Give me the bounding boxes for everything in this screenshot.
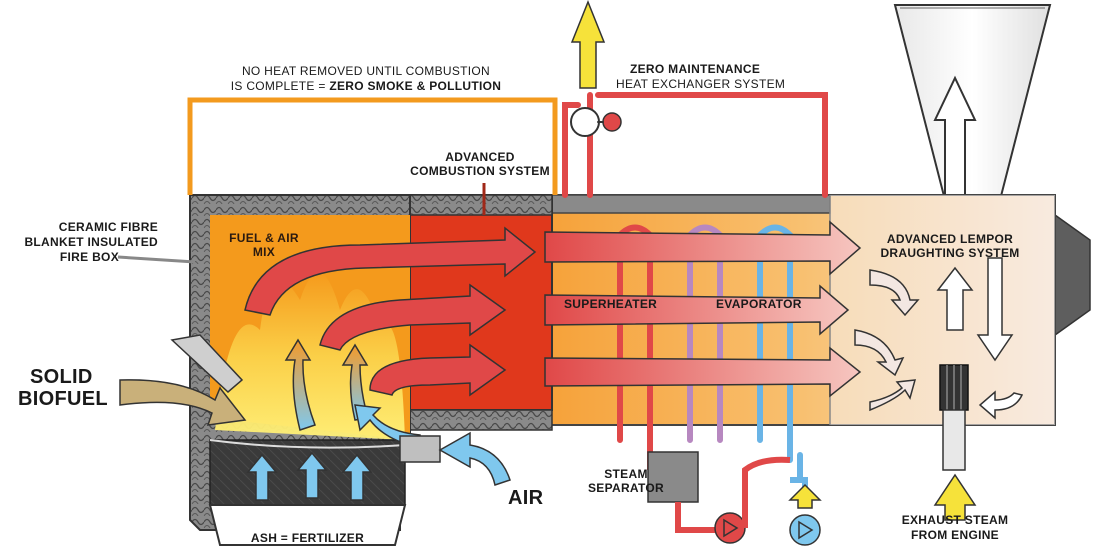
no-heat-line1: NO HEAT REMOVED UNTIL COMBUSTION xyxy=(241,64,491,78)
fuel-air-label-2: MIX xyxy=(252,245,276,259)
steam-separator xyxy=(647,451,718,533)
steam-valve xyxy=(570,107,600,137)
exhaust-label-1: EXHAUST STEAM xyxy=(901,513,1009,527)
heat-exchanger-system-text: HEAT EXCHANGER SYSTEM xyxy=(616,77,786,91)
steam-separator-label-2: SEPARATOR xyxy=(587,481,665,495)
exhaust-stack xyxy=(893,4,1091,381)
evaporator-label: EVAPORATOR xyxy=(716,297,802,311)
zero-maintenance-title: ZERO MAINTENANCE xyxy=(630,62,761,76)
valve-handle xyxy=(602,112,622,132)
feed-pump-red xyxy=(714,456,791,544)
biofuel-inlet xyxy=(119,334,247,426)
no-heat-line2-prefix: IS COMPLETE = xyxy=(230,79,330,93)
fuel-air-label-1: FUEL & AIR xyxy=(229,231,299,245)
advanced-label: ADVANCED xyxy=(445,150,515,164)
leader-lines xyxy=(117,183,486,264)
hot-gas-arrows xyxy=(244,220,1024,420)
air-label: AIR xyxy=(508,487,544,509)
exhaust-steam-arrow xyxy=(933,473,977,521)
feed-pump-blue xyxy=(788,477,822,546)
primary-air-arrows xyxy=(246,451,373,501)
exhaust-label-2: FROM ENGINE xyxy=(911,528,999,542)
combustion-system-label: COMBUSTION SYSTEM xyxy=(410,164,550,178)
lempor-label-2: DRAUGHTING SYSTEM xyxy=(880,246,1020,260)
steam-separator-label-1: STEAM xyxy=(604,467,648,481)
ceramic-label-1: CERAMIC FIBRE xyxy=(58,220,158,234)
superheater-label: SUPERHEATER xyxy=(564,297,658,311)
steam-output-arrow xyxy=(570,0,606,89)
air-inlet xyxy=(399,431,511,486)
ceramic-label-3: FIRE BOX xyxy=(59,250,119,264)
exhaust-nozzle xyxy=(939,364,969,471)
steam-piping xyxy=(562,92,828,198)
ash-fertilizer-label: ASH = FERTILIZER xyxy=(250,531,365,545)
no-heat-line2: IS COMPLETE = ZERO SMOKE & POLLUTION xyxy=(196,79,536,93)
zero-smoke-text: ZERO SMOKE & POLLUTION xyxy=(329,79,502,93)
lempor-label-1: ADVANCED LEMPOR xyxy=(886,232,1014,246)
biofuel-label: BIOFUEL xyxy=(18,388,108,410)
combustion-bracket-line xyxy=(187,97,558,195)
solid-label: SOLID xyxy=(30,366,93,388)
ceramic-label-2: BLANKET INSULATED xyxy=(24,235,158,249)
